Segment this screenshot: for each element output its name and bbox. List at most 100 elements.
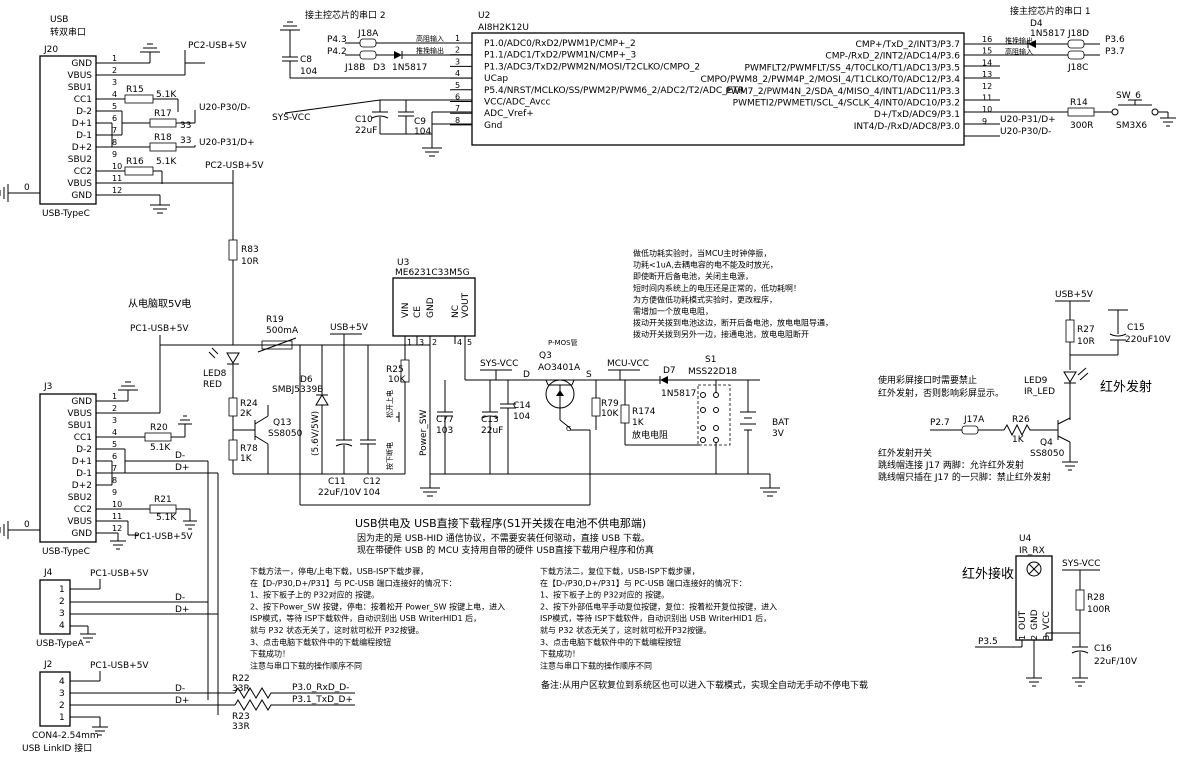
pw-q3-s: S [586, 370, 592, 380]
u2-left-pin-name-7: ADC_Vref+ [484, 109, 534, 119]
pw-sw-release: 松开上电 [385, 390, 394, 418]
u2-part: AI8H2K12U [478, 23, 529, 33]
pw-usb5v-label: 从电脑取5V电 [128, 297, 191, 310]
usb_typec_j20-pin-name-7: D-1 [76, 131, 92, 141]
pw-c11-val: 22uF/10V [318, 488, 362, 498]
j3-footer: USB-TypeC [42, 547, 90, 557]
irtx-r27: R27 [1077, 325, 1095, 335]
u2-left-pin-name-6: VCC/ADC_Avcc [484, 98, 551, 108]
usb_typec_j3-pin-num-5: 5 [112, 440, 117, 449]
j20-r18-val: 33 [180, 136, 191, 146]
pw-r78: R78 [240, 444, 258, 454]
irtx-note2: 红外发射，否则影响彩屏显示。 [878, 387, 1004, 399]
j4-body [39, 579, 71, 635]
j2-r23-val: 33R [232, 722, 250, 732]
pw-u3-part: ME6231C33M5G [395, 268, 470, 278]
irtx-switch2: 跳线帽只插在 J17 的一只脚：禁止红外发射 [878, 471, 1051, 483]
usb_typec_j20-pin-name-3: SBU1 [68, 83, 92, 93]
j4-dminus: D- [175, 593, 185, 603]
u2-d3-part: 1N5817 [392, 63, 427, 73]
irtx-q4: Q4 [1040, 438, 1053, 448]
j2-pin-num-2: 2 [59, 701, 65, 711]
usb_typec_j3-pin-name-11: VBUS [67, 517, 92, 527]
u2-right-pin-name-10: D+/TxD/ADC9/P3.1 [874, 110, 960, 120]
pw-d6-v: (5.6V/5W) [311, 411, 321, 456]
pw-usb5v: USB+5V [330, 323, 369, 333]
usb_typec_j3-pin-name-4: CC1 [74, 433, 92, 443]
j4-ref: J4 [43, 568, 53, 578]
usb_typec_j3-pin-num-4: 4 [112, 428, 117, 437]
u2-j18d: J18D [1067, 29, 1089, 39]
usb_typec_j3-pin-num-11: 11 [112, 512, 122, 521]
j2-r22: R22 [232, 674, 250, 684]
irtx-q4-part: SS8050 [1030, 449, 1065, 459]
pw-led8-color: RED [203, 380, 222, 390]
irrx-body [1015, 555, 1053, 641]
u2-left-pin-num-8: 8 [455, 116, 460, 125]
pw-d7: D7 [663, 366, 676, 376]
pw-r79-val: 10K [601, 409, 619, 419]
irtx-p27: P2.7 [930, 418, 950, 428]
pw-r78-val: 1K [240, 454, 253, 464]
pw-c13: C13 [481, 415, 499, 425]
u2-right-pins: 16CMP+/TxD_2/INT3/P3.715CMP-/RxD_2/INT2/… [700, 35, 992, 132]
u2-left-pin-num-3: 3 [455, 57, 460, 66]
ir-tx-section: USB+5V R27 10R C15 220uF10V LED9 IR_LED … [878, 290, 1172, 483]
pw-q3-type: P-MOS管 [548, 338, 578, 347]
pw-s1: S1 [705, 355, 716, 365]
u3-pin-name-5: VOUT [461, 292, 471, 318]
u2-c9-val: 104 [414, 127, 431, 137]
u2-sw6: SW_6 [1116, 91, 1141, 101]
u2-right-pin-name-13: CMPO/PWM8_2/PWM4P_2/MOSI_4/T1CLKO/T0/ADC… [700, 75, 960, 85]
usb-typec-j3: J3 GND1VBUS2SBU13CC14D-25D+16D-17D+28SBU… [0, 345, 219, 715]
pw-led8: LED8 [203, 369, 227, 379]
pw-c12-val: 104 [363, 488, 380, 498]
u2-p36: P3.6 [1105, 35, 1125, 45]
pw-c12: C12 [363, 477, 381, 487]
pw-q13-part: SS8050 [268, 429, 303, 439]
j3-dminus: D- [175, 451, 185, 461]
u2-left-pin-name-1: P1.0/ADC0/RxD2/PWM1P/CMP+_2 [484, 39, 636, 49]
pw-r25-val: 10K [388, 375, 406, 385]
usb_typec_j20-pin-name-8: D+2 [72, 143, 92, 153]
notes-method2-line-1: 下载方法二，复位下载，USB-ISP下载步骤， [540, 566, 700, 576]
u2-high-in-left: 高阻输入 [416, 34, 444, 43]
irrx-r28-val: 100R [1087, 605, 1110, 615]
notes-usb-sub2: 现在带硬件 USB 的 MCU 支持用自带的硬件 USB直接下载用户程序和仿真 [357, 544, 654, 556]
pw-q13: Q13 [273, 418, 292, 428]
notes-low-power-line-1: 做低功耗实验时，当MCU主时钟停振， [633, 248, 771, 258]
u3-pin-name-4: NC [451, 305, 461, 318]
u2-right-pin-num-11: 11 [982, 94, 992, 103]
j3-r20: R20 [150, 423, 168, 433]
j4-net: PC1-USB+5V [90, 569, 149, 579]
usb_typec_j20-pin-num-5: 5 [112, 102, 117, 111]
j2-r23: R23 [232, 712, 250, 722]
usb_typec_j3-pin-num-9: 9 [112, 488, 117, 497]
u2-j18b: J18B [344, 63, 365, 73]
notes-method1-line-3: 1、按下板子上的 P32对应的 按键。 [250, 590, 379, 600]
irrx-p35: P3.5 [978, 637, 998, 647]
notes-method2-line-7: 3、点击电脑下载软件中的下载编程按钮 [540, 637, 681, 647]
j4-pin-num-2: 2 [59, 597, 65, 607]
u2-right-pin-num-10: 10 [982, 105, 992, 114]
u2-right-pin-num-12: 12 [982, 82, 992, 91]
notes-usb-sub1: 因为走的是 USB-HID 通信协议，不需要安装任何驱动，直接 USB 下载。 [357, 532, 650, 544]
mcu-u2: 接主控芯片的串口 2 接主控芯片的串口 1 U2 AI8H2K12U 1P1.0… [272, 5, 1176, 157]
j20-r17: R17 [154, 109, 172, 119]
usb-typec-j20: USB 转双串口 J20 GND1VBUS2SBU13CC14D-25D+16D… [0, 15, 264, 240]
usb_typec_j20-pin-num-11: 11 [112, 174, 122, 183]
u2-push-out-right: 推挽输出 [1005, 36, 1033, 45]
j20-r17-val: 33 [180, 121, 191, 131]
notes-method2-line-9: 注意与串口下载的操作顺序不同 [540, 660, 652, 670]
notes-method2-line-5: ISP模式，等待 ISP下载软件，自动识别出 USB WriterHID1 后， [540, 613, 771, 623]
u2-c8: C8 [300, 55, 312, 65]
usb_typec_j3-pin-num-12: 12 [112, 524, 122, 533]
irrx-pin-num-1: 1 [1018, 635, 1027, 640]
usb_typec_j3-pin-name-6: D+1 [72, 457, 92, 467]
notes-method2-line-6: 就与 P32 状态无关了，这时就可松开P32按键。 [540, 625, 711, 635]
j2-ref: J2 [43, 660, 52, 670]
pw-q3: Q3 [539, 351, 552, 361]
